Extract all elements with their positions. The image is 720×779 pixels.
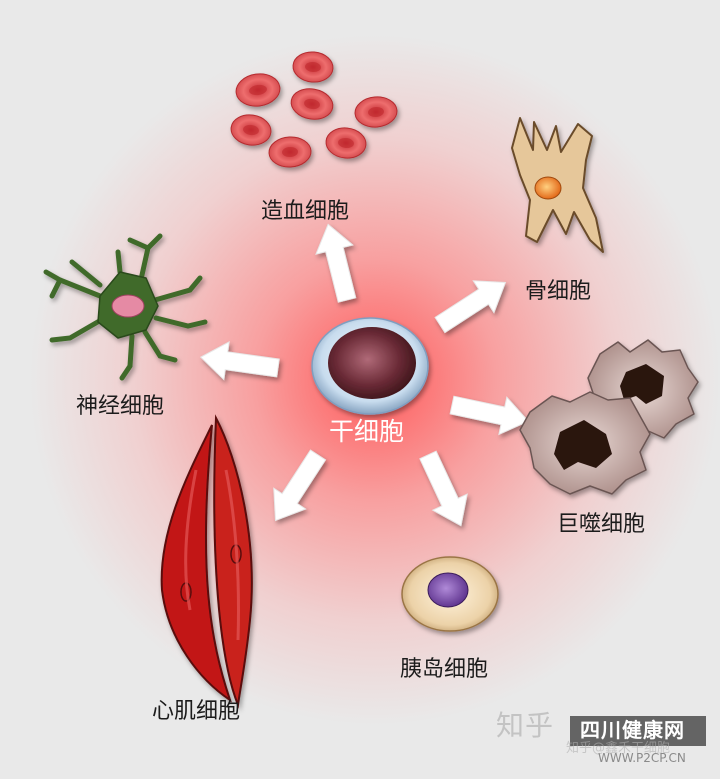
arrows (199, 223, 530, 527)
hematopoietic-cell-label: 造血细胞 (261, 199, 350, 224)
watermark-title: 四川健康网 (580, 718, 685, 742)
bone-cell-label: 骨细胞 (525, 279, 592, 304)
cardiomyocyte-label: 心肌细胞 (152, 699, 241, 724)
osteocyte-icon (511, 117, 604, 253)
red-blood-cells-icon (230, 51, 398, 168)
watermark-faint-text: 知乎@鑫禾干细胞 (566, 741, 671, 756)
arrow-to-macrophage (449, 395, 530, 436)
stem-cell-icon (311, 317, 429, 415)
arrow-to-nerve (199, 341, 280, 381)
arrow-to-cardiac (273, 449, 327, 522)
stem-cell-label: 干细胞 (329, 417, 405, 446)
arrow-to-islet (419, 450, 468, 527)
macrophage-icon (519, 339, 699, 495)
cardiomyocyte-icon (160, 414, 253, 709)
arrow-to-bone (434, 280, 507, 334)
watermark-zhihu: 知乎 (496, 709, 555, 742)
neuron-icon (43, 233, 208, 381)
watermark-box (570, 716, 706, 746)
macrophage-label: 巨噬细胞 (557, 512, 646, 537)
islet-cell-label: 胰岛细胞 (400, 657, 489, 682)
arrow-to-hematopoietic (315, 223, 357, 303)
nerve-cell-label: 神经细胞 (76, 394, 165, 419)
islet-cell-icon (401, 556, 499, 632)
watermark-url: WWW.P2CP.CN (598, 751, 686, 765)
